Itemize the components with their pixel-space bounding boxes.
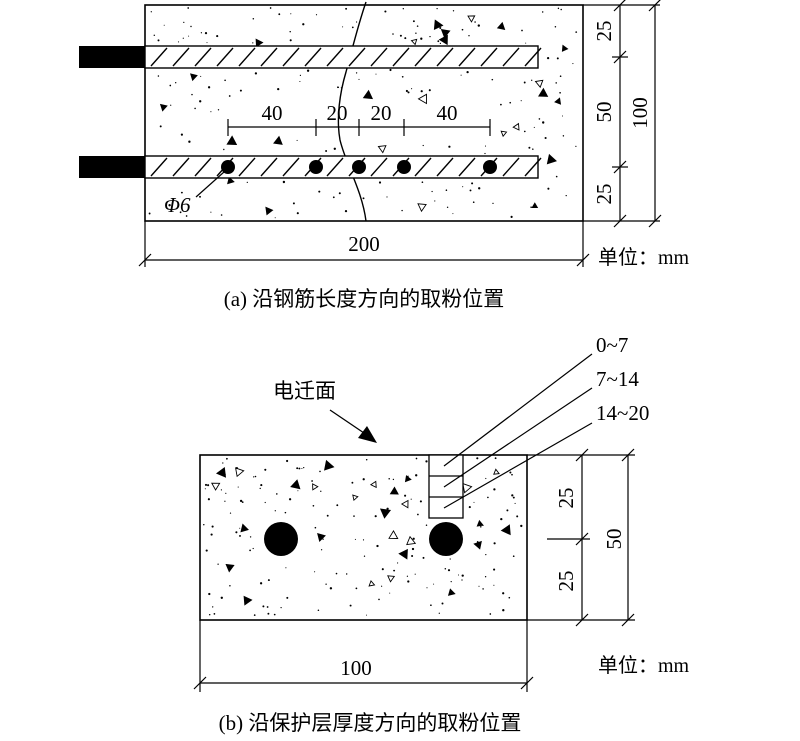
height-label-middle: 50 [592, 102, 616, 123]
width-label-b: 100 [340, 656, 372, 680]
width-label-a: 200 [348, 232, 380, 256]
height-label-total: 100 [628, 97, 652, 129]
height-label-b-top: 25 [554, 488, 578, 509]
surface-label: 电迁面 [273, 379, 336, 403]
crack-line [337, 1, 367, 222]
unit-label-a: 单位：mm [598, 246, 690, 269]
spacing-label-3: 20 [371, 101, 392, 125]
sampling-hole [352, 160, 366, 174]
rebar-section-right [429, 522, 463, 556]
caption-b: (b) 沿保护层厚度方向的取粉位置 [219, 711, 522, 735]
sampling-holes [221, 160, 497, 174]
concrete-texture-a [148, 7, 578, 219]
concrete-specimen-a [144, 4, 584, 222]
concrete-texture-b [203, 457, 523, 616]
width-dimension-b [193, 620, 534, 692]
depth-leaders [443, 353, 593, 509]
caption-a: (a) 沿钢筋长度方向的取粉位置 [224, 287, 505, 311]
width-dimension-a [138, 221, 590, 267]
sampling-hole [397, 160, 411, 174]
depth-label-1: 0~7 [596, 333, 628, 357]
sampling-hole [309, 160, 323, 174]
figure-b: 0~7 7~14 14~20 电迁面 25 25 50 [193, 333, 690, 735]
height-dimension-b [527, 448, 635, 627]
rebar-diameter-label: Φ6 [164, 193, 191, 217]
sampling-hole [221, 160, 235, 174]
height-label-b-total: 50 [602, 529, 626, 550]
spacing-label-2: 20 [327, 101, 348, 125]
height-dimension-a [583, 0, 662, 228]
rebar-section-left [264, 522, 298, 556]
spacing-label-4: 40 [437, 101, 458, 125]
spacing-label-1: 40 [262, 101, 283, 125]
sampling-hole [483, 160, 497, 174]
top-rebar [79, 45, 542, 69]
depth-label-3: 14~20 [596, 401, 649, 425]
unit-label-b: 单位：mm [598, 654, 690, 677]
height-label-b-bottom: 25 [554, 571, 578, 592]
rebar-hatch [150, 47, 542, 67]
figure-a: 40 20 20 40 Φ6 25 50 25 100 [79, 0, 690, 311]
height-label-bottom: 25 [592, 184, 616, 205]
rebar-leader [195, 171, 225, 198]
surface-arrow [329, 409, 377, 443]
depth-label-2: 7~14 [596, 367, 639, 391]
bottom-rebar [79, 155, 542, 179]
concrete-specimen-b [199, 454, 528, 621]
spacing-dimension [227, 119, 491, 136]
height-label-top: 25 [592, 21, 616, 42]
